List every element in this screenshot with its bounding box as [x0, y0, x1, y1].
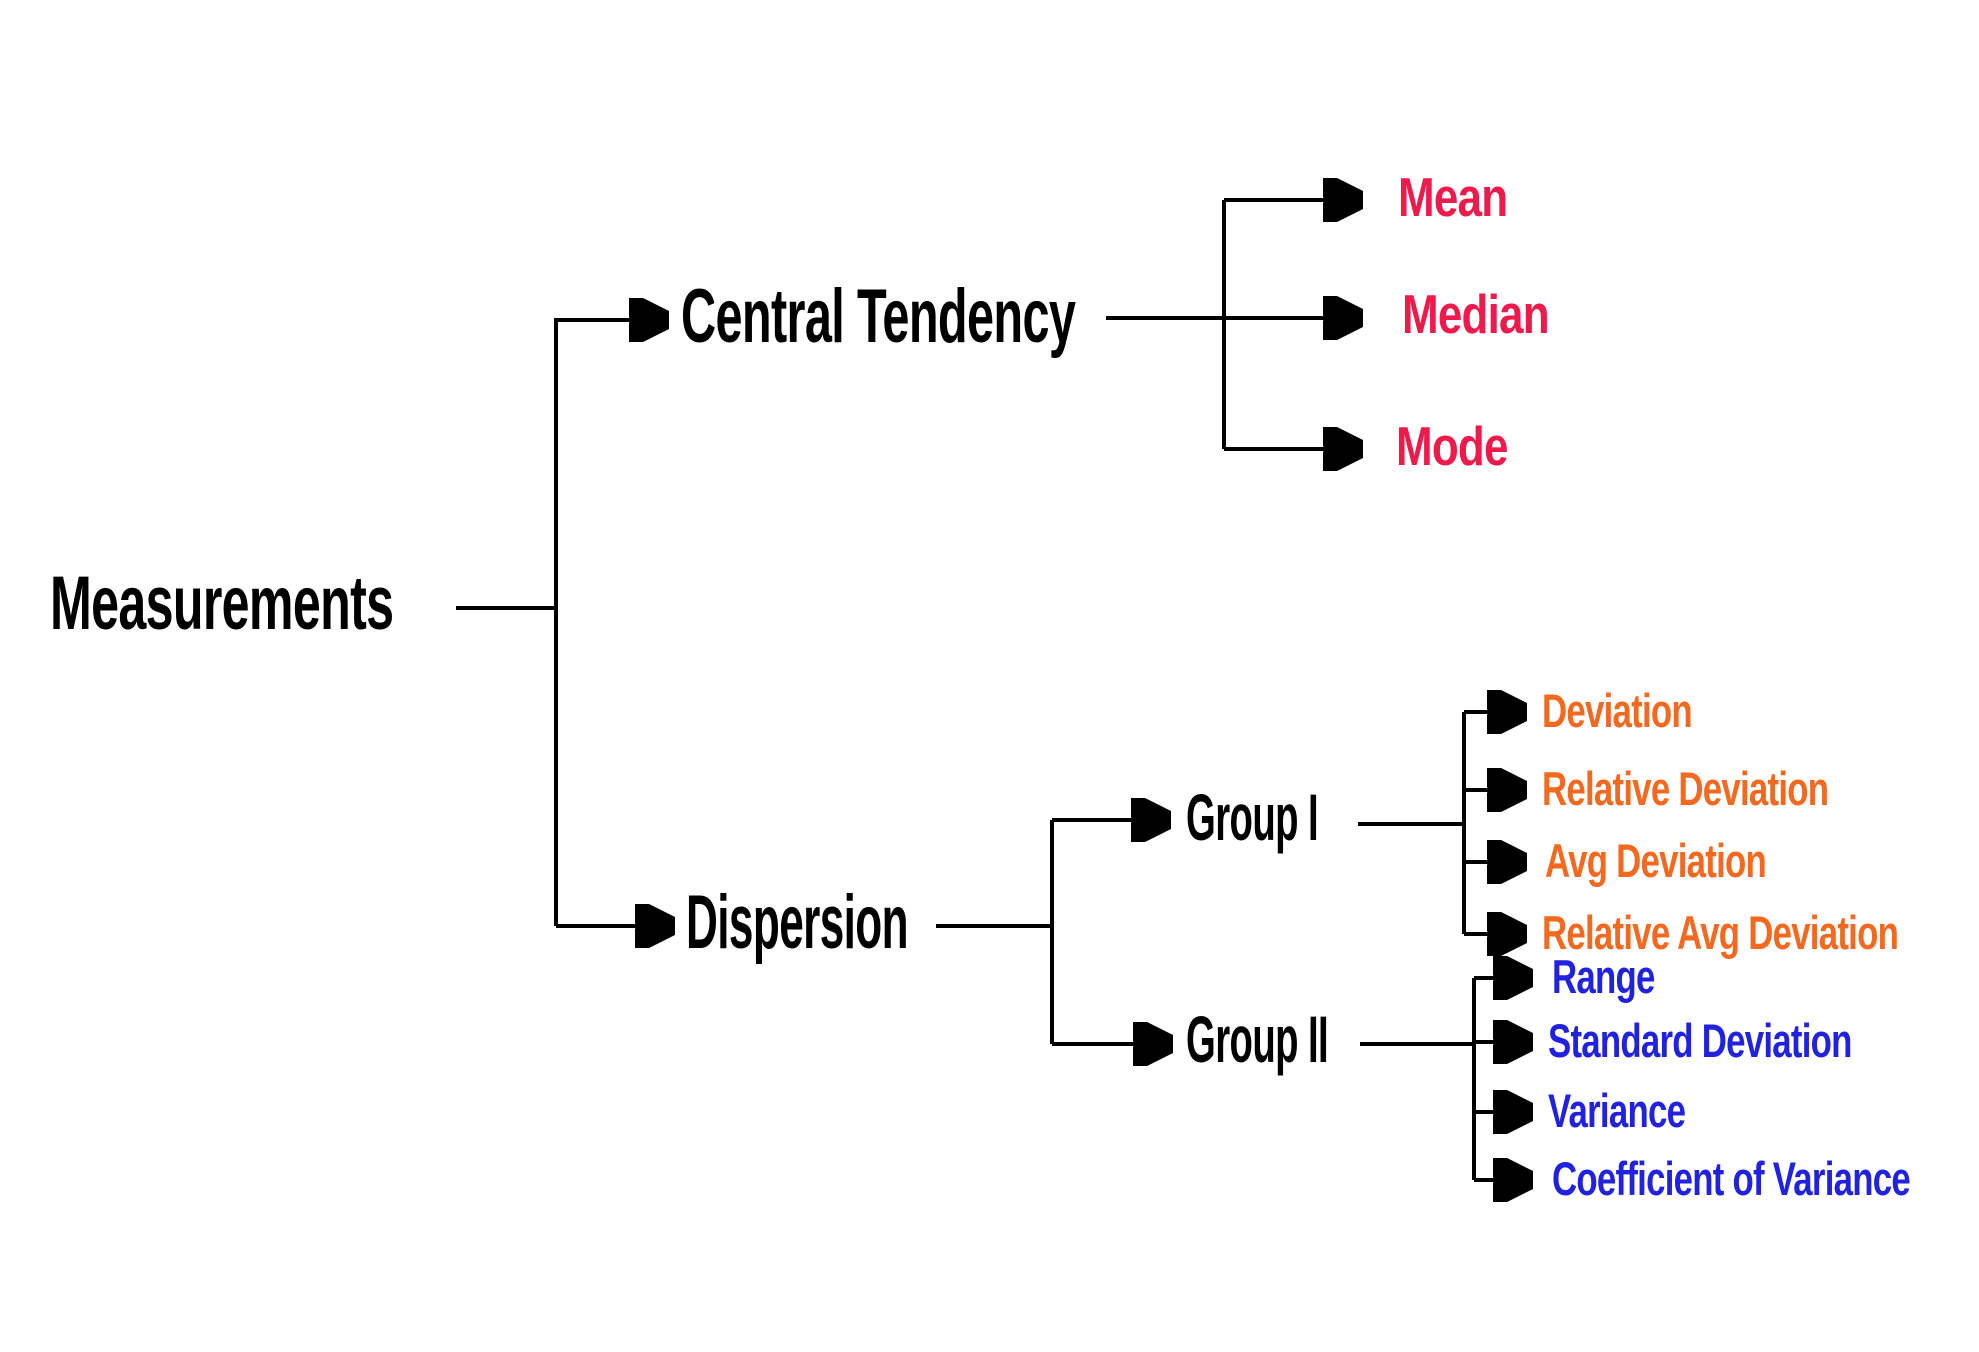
node-mode: Mode — [1396, 415, 1508, 477]
node-variance: Variance — [1548, 1084, 1686, 1137]
node-dispersion: Dispersion — [686, 880, 909, 965]
node-group2: Group II — [1186, 1002, 1329, 1076]
node-standard-deviation: Standard Deviation — [1548, 1014, 1852, 1067]
node-measurements: Measurements — [50, 561, 394, 646]
node-group1: Group I — [1186, 780, 1319, 854]
node-central-tendency: Central Tendency — [681, 274, 1076, 359]
node-range: Range — [1552, 950, 1655, 1003]
node-relative-avg-deviation: Relative Avg Deviation — [1542, 906, 1899, 959]
node-deviation: Deviation — [1542, 684, 1693, 737]
node-avg-deviation: Avg Deviation — [1545, 834, 1767, 887]
node-coefficient-of-variance: Coefficient of Variance — [1552, 1152, 1911, 1205]
trunk-and-central-tendency-arrow — [554, 320, 666, 926]
node-median: Median — [1402, 283, 1550, 345]
node-relative-deviation: Relative Deviation — [1542, 762, 1829, 815]
node-mean: Mean — [1398, 166, 1508, 228]
